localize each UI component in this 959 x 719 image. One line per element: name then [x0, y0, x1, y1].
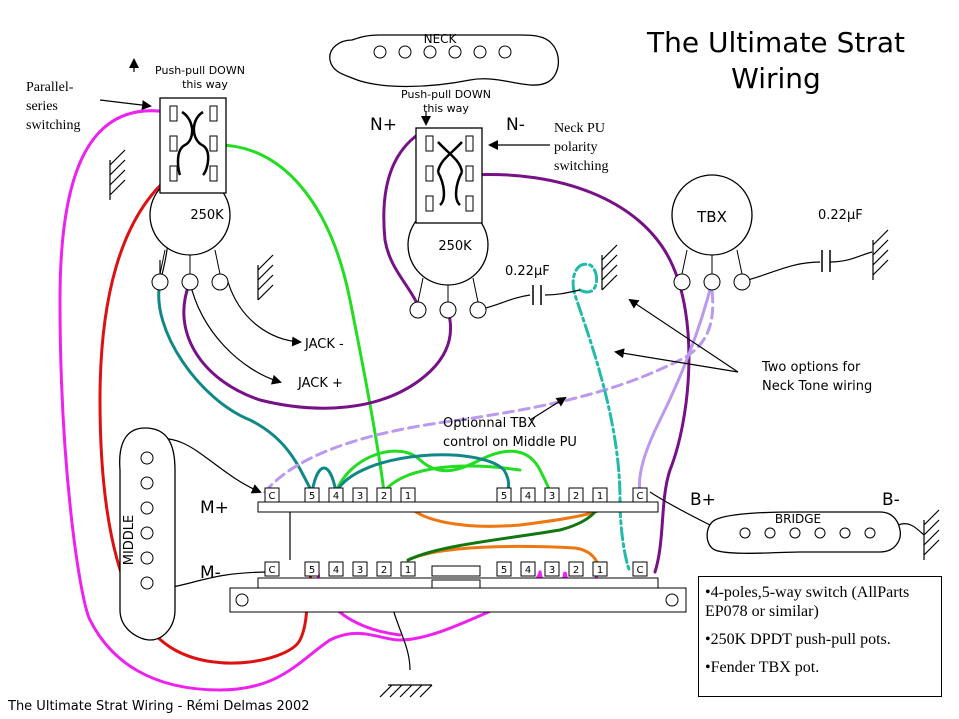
label-n-minus: N-	[506, 115, 525, 135]
cap-center-label: 0.22µF	[505, 264, 550, 279]
term-bot-r-0: 5	[501, 565, 507, 576]
label-b-plus: B+	[690, 490, 716, 510]
pot-center	[407, 204, 489, 319]
pickup-bridge	[706, 511, 901, 554]
wire-green-2	[334, 449, 552, 494]
note-pots: •250K DPDT push-pull pots.	[705, 631, 891, 648]
term-bot-l-4: 2	[381, 565, 387, 576]
capacitor-center	[532, 285, 542, 305]
wire-purple-neck	[382, 128, 427, 312]
neck-polarity-line3: switching	[554, 159, 608, 174]
term-top-r-2: 3	[549, 491, 555, 502]
term-bot-l-5: 1	[405, 565, 411, 576]
term-bot-r-4: 1	[597, 565, 603, 576]
push-pull-left-line2: this way	[182, 78, 228, 91]
term-top-l-4: 2	[381, 491, 387, 502]
term-top-r-3: 2	[573, 491, 579, 502]
term-bot-l-1: 5	[309, 565, 315, 576]
label-m-minus: M-	[200, 563, 221, 583]
term-top-l-1: 5	[309, 491, 315, 502]
pot-left	[149, 174, 231, 291]
term-bot-r-5: C	[637, 565, 644, 576]
term-bot-l-2: 4	[333, 565, 339, 576]
label-middle: MIDDLE	[122, 515, 137, 566]
term-bot-l-3: 3	[357, 565, 363, 576]
pot-center-value: 250K	[438, 239, 472, 254]
push-pull-center-line1: Push-pull DOWN	[401, 88, 491, 101]
wire-purple-right	[468, 172, 691, 574]
pickup-neck	[329, 34, 559, 88]
label-m-plus: M+	[200, 498, 229, 518]
wire-lavender-dashed	[263, 288, 715, 494]
optional-tbx-line2: control on Middle PU	[443, 435, 577, 450]
five-way-switch	[229, 501, 687, 613]
term-top-l-3: 3	[357, 491, 363, 502]
term-bot-r-3: 2	[573, 565, 579, 576]
term-bot-r-2: 3	[549, 565, 555, 576]
wire-green-3	[382, 464, 522, 494]
neck-polarity-line1: Neck PU	[554, 121, 605, 136]
capacitor-right	[821, 250, 831, 272]
note-tbx: •Fender TBX pot.	[705, 659, 820, 676]
pot-tbx	[671, 174, 753, 291]
wire-purple-left	[182, 280, 453, 410]
wire-magenta	[58, 109, 542, 692]
label-jack-minus: JACK -	[304, 337, 344, 352]
push-pull-switch-center	[415, 127, 483, 224]
wire-cyan-dashdot	[571, 262, 632, 574]
ground-symbols	[109, 149, 940, 698]
wire-orange	[406, 503, 602, 574]
notes-box: •4-poles,5-way switch (AllParts EP078 or…	[698, 576, 942, 697]
wire-teal	[157, 280, 314, 494]
push-pull-left-line1: Push-pull DOWN	[155, 64, 245, 77]
term-top-r-5: C	[637, 491, 644, 502]
pickup-middle	[119, 427, 176, 641]
term-top-l-2: 4	[333, 491, 339, 502]
neck-polarity-line2: polarity	[554, 140, 598, 155]
wire-darkgreen	[406, 503, 600, 562]
term-top-l-5: 1	[405, 491, 411, 502]
wire-lavender	[637, 280, 714, 494]
cap-right-label: 0.22µF	[818, 208, 863, 223]
parallel-line3: switching	[26, 118, 80, 133]
footer-credit: The Ultimate Strat Wiring - Rémi Delmas …	[7, 699, 310, 714]
term-top-l-0: C	[269, 491, 276, 502]
push-pull-switch-left	[159, 97, 227, 194]
parallel-line1: Parallel-	[26, 80, 74, 95]
pot-tbx-label: TBX	[696, 208, 727, 226]
label-b-minus: B-	[882, 490, 900, 510]
term-top-r-0: 5	[501, 491, 507, 502]
label-jack-plus: JACK +	[297, 376, 343, 391]
term-bot-l-0: C	[269, 565, 276, 576]
push-pull-center-line2: this way	[423, 102, 469, 115]
term-top-r-4: 1	[597, 491, 603, 502]
parallel-line2: series	[26, 99, 58, 114]
label-n-plus: N+	[370, 115, 397, 135]
wire-teal-2	[310, 453, 511, 494]
term-top-r-1: 4	[525, 491, 531, 502]
term-bot-r-1: 4	[525, 565, 531, 576]
optional-tbx-line1: Optionnal TBX	[443, 416, 536, 431]
label-bridge: BRIDGE	[775, 512, 821, 526]
wire-green	[216, 143, 386, 494]
switch-terminals: C 5 4 3 2 1 5 4 3 2 1 C C 5 4 3 2 1 5 4 …	[264, 487, 648, 577]
label-neck: NECK	[424, 32, 458, 46]
two-options-line2: Neck Tone wiring	[762, 379, 872, 394]
two-options-line1: Two options for	[761, 360, 861, 375]
title-line-2: Wiring	[731, 62, 821, 95]
pot-left-value: 250K	[190, 208, 224, 223]
note-switch: •4-poles,5-way switch (AllParts EP078 or…	[705, 584, 910, 620]
title-line-1: The Ultimate Strat	[646, 26, 905, 59]
